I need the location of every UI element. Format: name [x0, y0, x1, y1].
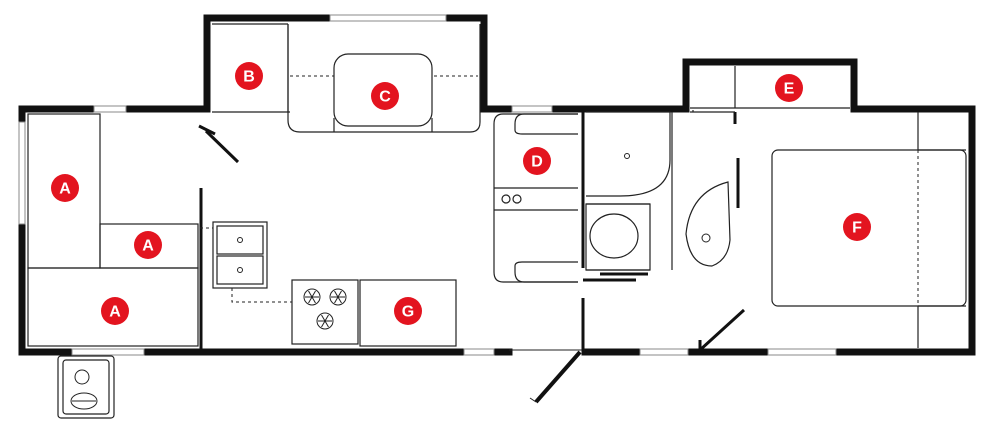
marker-a1: A: [51, 174, 79, 202]
marker-circle: [101, 297, 129, 325]
marker-circle: [51, 174, 79, 202]
marker-a3: A: [101, 297, 129, 325]
marker-label: D: [531, 154, 543, 171]
kitchen: [200, 221, 457, 347]
marker-label: A: [109, 304, 121, 321]
toilet-icon: [589, 213, 639, 259]
interior-walls: [198, 112, 746, 352]
marker-g: G: [394, 297, 422, 325]
marker-circle: [371, 82, 399, 110]
sink-icon: [237, 237, 243, 243]
marker-label: A: [142, 238, 154, 255]
marker-circle: [394, 297, 422, 325]
front-furniture: [27, 113, 199, 347]
outdoor-grill-icon: [57, 355, 115, 419]
sofa: [493, 113, 578, 283]
marker-label: B: [243, 69, 255, 86]
stove-burner-icon: [303, 288, 347, 330]
bathroom: [585, 110, 735, 271]
marker-circle: [843, 213, 871, 241]
marker-c: C: [371, 82, 399, 110]
marker-label: F: [852, 220, 862, 237]
marker-f: F: [843, 213, 871, 241]
entry-door: [509, 349, 585, 404]
marker-b: B: [235, 62, 263, 90]
room-markers: A A A B C D E F G: [51, 62, 871, 325]
marker-a2: A: [134, 231, 162, 259]
marker-circle: [775, 74, 803, 102]
marker-label: A: [59, 181, 71, 198]
marker-circle: [235, 62, 263, 90]
windows: [18, 14, 837, 356]
marker-label: E: [784, 81, 795, 98]
marker-label: C: [379, 89, 391, 106]
marker-e: E: [775, 74, 803, 102]
marker-label: G: [402, 304, 414, 321]
wardrobe-slide: [690, 66, 850, 109]
marker-circle: [134, 231, 162, 259]
marker-circle: [523, 147, 551, 175]
marker-d: D: [523, 147, 551, 175]
